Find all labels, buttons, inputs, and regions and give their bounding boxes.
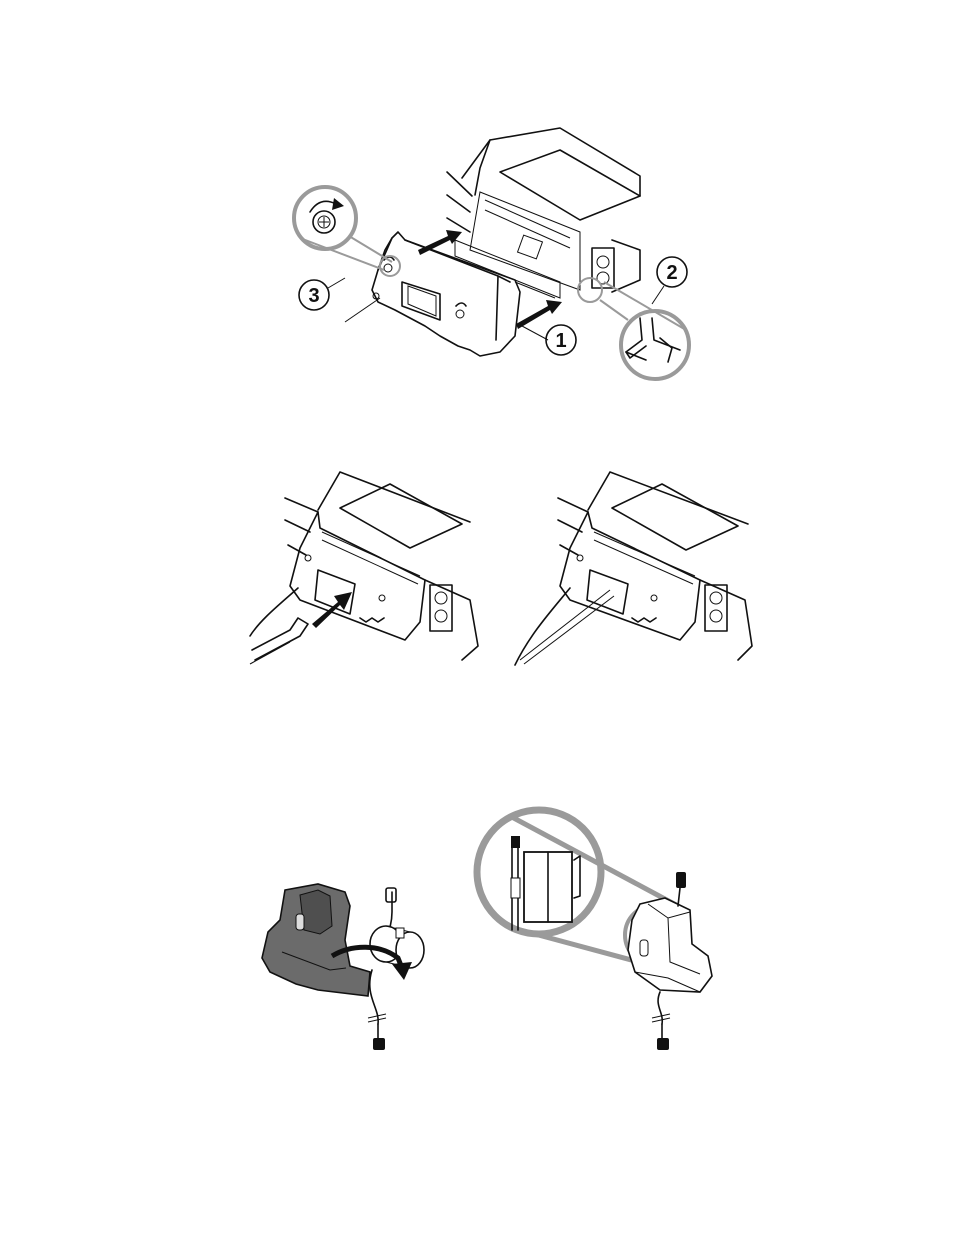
figure-3-holder-routing xyxy=(262,884,424,1050)
cable-connector xyxy=(373,1038,385,1050)
figure-1-panel-mounting: 1 2 3 xyxy=(294,128,689,379)
panel-screw-icon xyxy=(456,310,464,318)
figure-2-cord-insert xyxy=(250,472,478,664)
device-display xyxy=(500,150,640,220)
figure-3-holder-detail xyxy=(477,810,712,1050)
callout-1: 1 xyxy=(546,325,576,355)
callout-3-label: 3 xyxy=(308,285,319,307)
callout-2-label: 2 xyxy=(666,262,677,284)
power-cord xyxy=(515,588,570,665)
device-display xyxy=(340,484,462,548)
panel-screw-icon xyxy=(384,264,392,272)
figure-2-cord-connected xyxy=(515,472,752,665)
latch-detail-magnifier xyxy=(578,278,689,379)
callout-1-label: 1 xyxy=(555,330,566,352)
cord-plug xyxy=(252,618,308,660)
callout-2: 2 xyxy=(652,257,687,304)
insert-arrow-icon xyxy=(312,592,352,628)
screw-detail-magnifier xyxy=(294,187,400,276)
device-display xyxy=(612,484,738,550)
cable-connector xyxy=(657,1038,669,1050)
rotate-arrow-icon xyxy=(456,303,466,306)
callout-3: 3 xyxy=(299,278,345,310)
